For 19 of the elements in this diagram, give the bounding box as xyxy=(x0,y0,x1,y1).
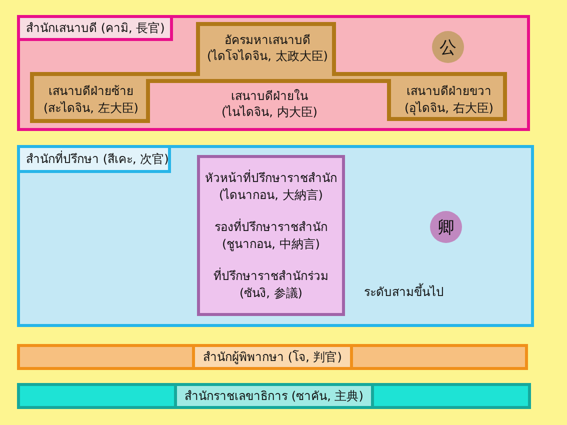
rank-title: เสนาบดีฝ่ายขวา (อุไดจิน, 右大臣) xyxy=(404,83,494,116)
level-note: ระดับสามขึ้นไป xyxy=(364,282,444,301)
rank-title: รองที่ปรึกษาราชสำนัก (ชูนากอน, 中納言) xyxy=(214,219,328,252)
rank-circle: 公 xyxy=(432,31,464,63)
section-heading: สำนักราชเลขาธิการ (ซาคัน, 主典) xyxy=(174,386,374,406)
rank-circle: 卿 xyxy=(430,211,462,243)
section-heading: สำนักผู้พิพากษา (โจ, 判官) xyxy=(192,347,353,367)
section-bar xyxy=(17,344,528,370)
section-panel xyxy=(17,15,530,131)
section-bar xyxy=(17,383,531,409)
section-heading: สำนักที่ปรึกษา (สีเคะ, 次官) xyxy=(17,145,171,173)
section-heading: สำนักเสนาบดี (คามิ, 長官) xyxy=(17,15,173,41)
rank-title: อัครมหาเสนาบดี (ไดโจไดจิน, 太政大臣) xyxy=(207,32,328,64)
rank-title: ที่ปรึกษาราชสำนักร่วม (ซันงิ, 参議) xyxy=(214,268,328,301)
rank-title: เสนาบดีฝ่ายใน (ไนไดจิน, 内大臣) xyxy=(222,88,318,120)
rank-box xyxy=(197,155,345,316)
rank-title: เสนาบดีฝ่ายซ้าย (สะไดจิน, 左大臣) xyxy=(44,83,138,116)
section-panel xyxy=(17,145,534,327)
rank-title: หัวหน้าที่ปรึกษาราชสำนัก (ไดนากอน, 大納言) xyxy=(205,170,337,203)
